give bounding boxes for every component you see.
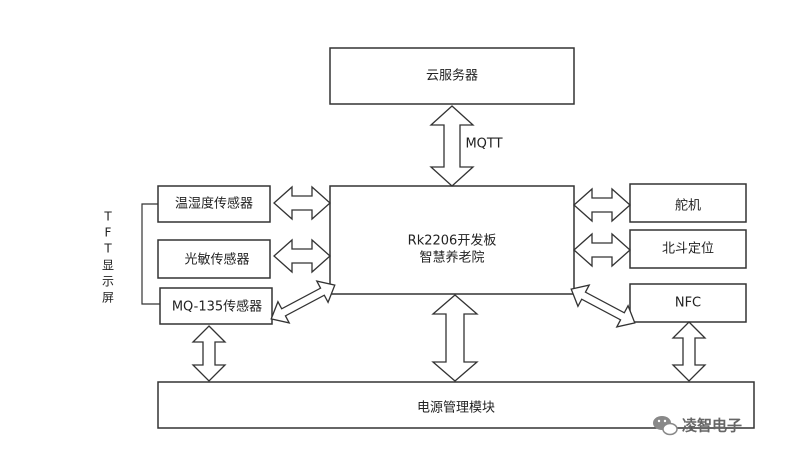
mq135-board-diagonal-arrow [270,280,336,324]
tft-display-bracket [141,203,160,305]
tft-label-char-1: T [103,210,112,224]
nfc-label: NFC [675,296,701,311]
servo-box [629,183,747,223]
temp-humidity-sensor-box [157,185,271,223]
tft-label-char-2: F [105,226,112,240]
light-sensor-box [157,239,271,279]
tft-label-char-3: T [103,242,112,256]
board-nfc-diagonal-arrow [570,284,636,328]
tft-label-char-5: 示 [102,275,114,289]
light-sensor-label: 光敏传感器 [184,252,249,268]
wechat-logo-icon [653,416,678,436]
mq135-sensor-box [159,287,273,325]
nfc-box [629,283,747,323]
main-board-label-line1: Rk2206开发板 [408,233,497,249]
temp-humidity-sensor-label: 温湿度传感器 [175,196,253,212]
watermark-text: 凌智电子 [682,417,742,435]
mqtt-double-arrow [429,105,475,187]
beidou-positioning-label: 北斗定位 [662,242,714,257]
tft-label-char-4: 显 [102,259,114,273]
nfc-power-double-arrow [671,321,707,382]
servo-label: 舵机 [675,199,701,214]
board-power-double-arrow [431,294,479,382]
tft-label-char-6: 屏 [102,291,114,305]
board-servo-double-arrow [573,187,631,223]
mq135-power-double-arrow [191,325,227,382]
cloud-server-label: 云服务器 [426,68,478,84]
power-management-label: 电源管理模块 [417,401,495,416]
temp-board-double-arrow [273,185,331,221]
mq135-sensor-label: MQ-135传感器 [172,299,262,315]
board-beidou-double-arrow [573,232,631,268]
mqtt-label: MQTT [465,137,502,152]
cloud-server-box [329,47,575,105]
main-board-box [329,185,575,295]
beidou-positioning-box [629,229,747,269]
light-board-double-arrow [273,238,331,274]
main-board-label-line2: 智慧养老院 [419,250,484,266]
